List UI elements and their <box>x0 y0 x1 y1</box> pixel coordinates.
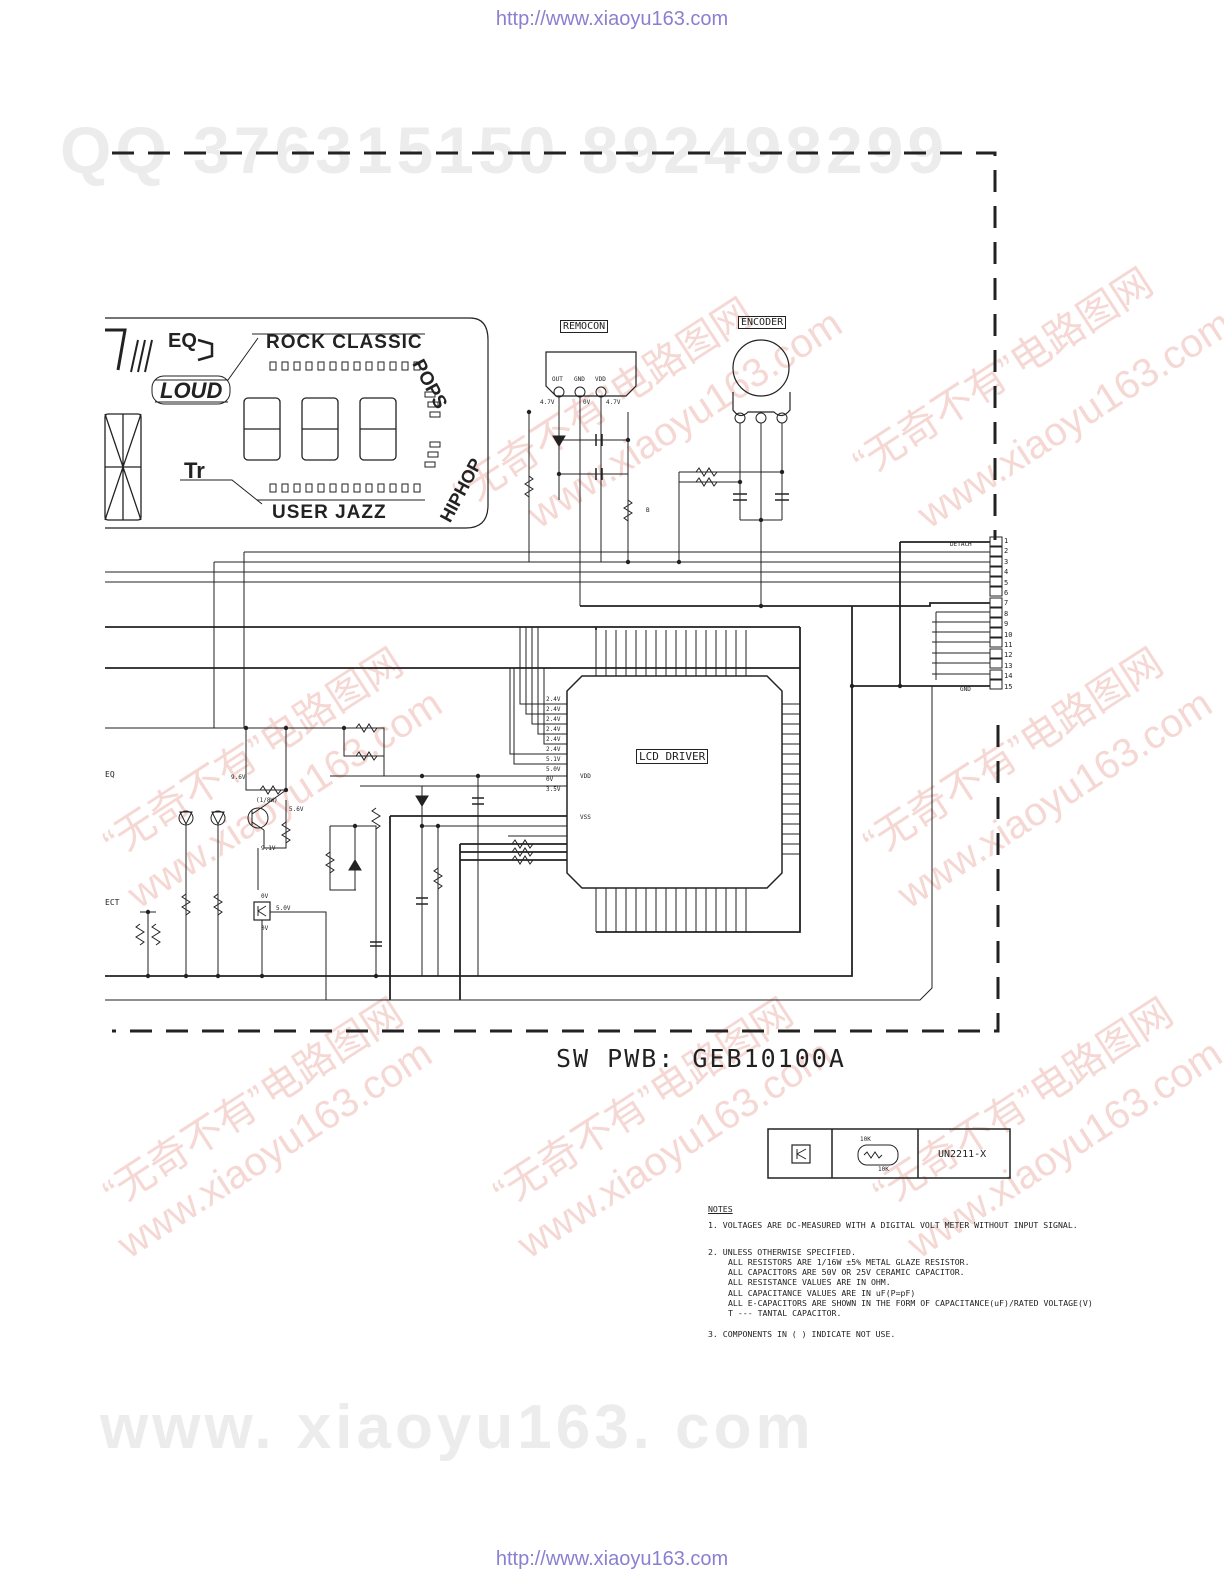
table-r2: 10K <box>878 1166 889 1173</box>
transistor-symbol-box <box>253 901 271 921</box>
remocon-module <box>545 351 637 397</box>
note-2-line: ALL CAPACITORS ARE 50V OR 25V CERAMIC CA… <box>728 1267 965 1278</box>
table-part-number: UN2211-X <box>938 1149 987 1160</box>
b-label: B <box>646 507 650 514</box>
remocon-v-gnd: 0V <box>583 399 591 406</box>
vdd-label: VDD <box>580 773 591 780</box>
ect-left-label: ECT <box>105 898 120 907</box>
remocon-pin-gnd: GND <box>574 376 585 383</box>
eq-indicator: EQ <box>168 330 197 352</box>
remocon-pin-out: OUT <box>552 376 563 383</box>
tr-v-91: 9.1V <box>261 845 276 852</box>
site-watermark: www. xiaoyu163. com <box>100 1393 815 1462</box>
remocon-v-vdd: 4.7V <box>606 399 621 406</box>
lcd-driver-ic <box>566 675 783 889</box>
encoder-knob <box>732 339 790 397</box>
note-2-line: ALL RESISTANCE VALUES ARE IN OHM. <box>728 1277 891 1288</box>
table-r1: 10K <box>860 1136 871 1143</box>
encoder-label: ENCODER <box>738 316 787 329</box>
driver-transistor <box>247 807 269 829</box>
tr-indicator: Tr <box>184 458 205 483</box>
remocon-v-out: 4.7V <box>540 399 555 406</box>
spectrum-bars <box>269 361 441 493</box>
remocon-pin-vdd: VDD <box>595 376 606 383</box>
note-2-line: ALL RESISTORS ARE 1/16W ±5% METAL GLAZE … <box>728 1256 970 1267</box>
tr-v-0a: 0V <box>261 893 269 900</box>
seven-segment-digits <box>104 397 397 521</box>
tr-v-50: 5.0V <box>276 905 291 912</box>
user-jazz-indicator: USER JAZZ <box>272 502 387 523</box>
lcd-display-outline <box>105 317 489 529</box>
tr-v-56: 5.6V <box>289 806 304 813</box>
note-2: 2. UNLESS OTHERWISE SPECIFIED. <box>708 1246 856 1257</box>
pwb-border-top-right <box>112 151 997 540</box>
pwb-title: SW PWB: GEB10100A <box>556 1044 846 1073</box>
note-3: 3. COMPONENTS IN ( ) INDICATE NOT USE. <box>708 1328 896 1339</box>
note-2-line: ALL CAPACITANCE VALUES ARE IN uF(P=pF) <box>728 1287 916 1298</box>
vss-label: VSS <box>580 814 591 821</box>
note-1: 1. VOLTAGES ARE DC-MEASURED WITH A DIGIT… <box>708 1220 1078 1231</box>
connector-cn-pins <box>989 536 1003 690</box>
notes-heading: NOTES <box>708 1204 733 1214</box>
notes-block: NOTES 1. VOLTAGES ARE DC-MEASURED WITH A… <box>708 1204 1178 1339</box>
pwb-border-bottom <box>112 725 1000 1033</box>
eq-left-label: EQ <box>105 770 115 779</box>
rock-classic-indicator: ROCK CLASSIC <box>266 332 423 353</box>
qq-watermark: QQ 376315150 892498299 <box>60 113 949 187</box>
lcd-driver-label: LCD DRIVER <box>636 749 709 764</box>
tr-v-96: 9.6V <box>231 774 246 781</box>
tr-v-0b: 0V <box>261 925 269 932</box>
loud-indicator: LOUD <box>160 378 223 403</box>
top-url[interactable]: http://www.xiaoyu163.com <box>495 8 729 30</box>
bottom-url[interactable]: http://www.xiaoyu163.com <box>495 1548 729 1570</box>
note-2-line: ALL E-CAPACITORS ARE SHOWN IN THE FORM O… <box>728 1298 1093 1309</box>
note-2-line: T --- TANTAL CAPACITOR. <box>728 1308 842 1319</box>
remocon-label: REMOCON <box>560 320 609 333</box>
gnd-label: GND <box>960 686 971 693</box>
transistor-table <box>767 1128 1011 1179</box>
tr-r-18w: (1/8W) <box>256 797 278 804</box>
detach-label: DETACH <box>950 541 972 548</box>
